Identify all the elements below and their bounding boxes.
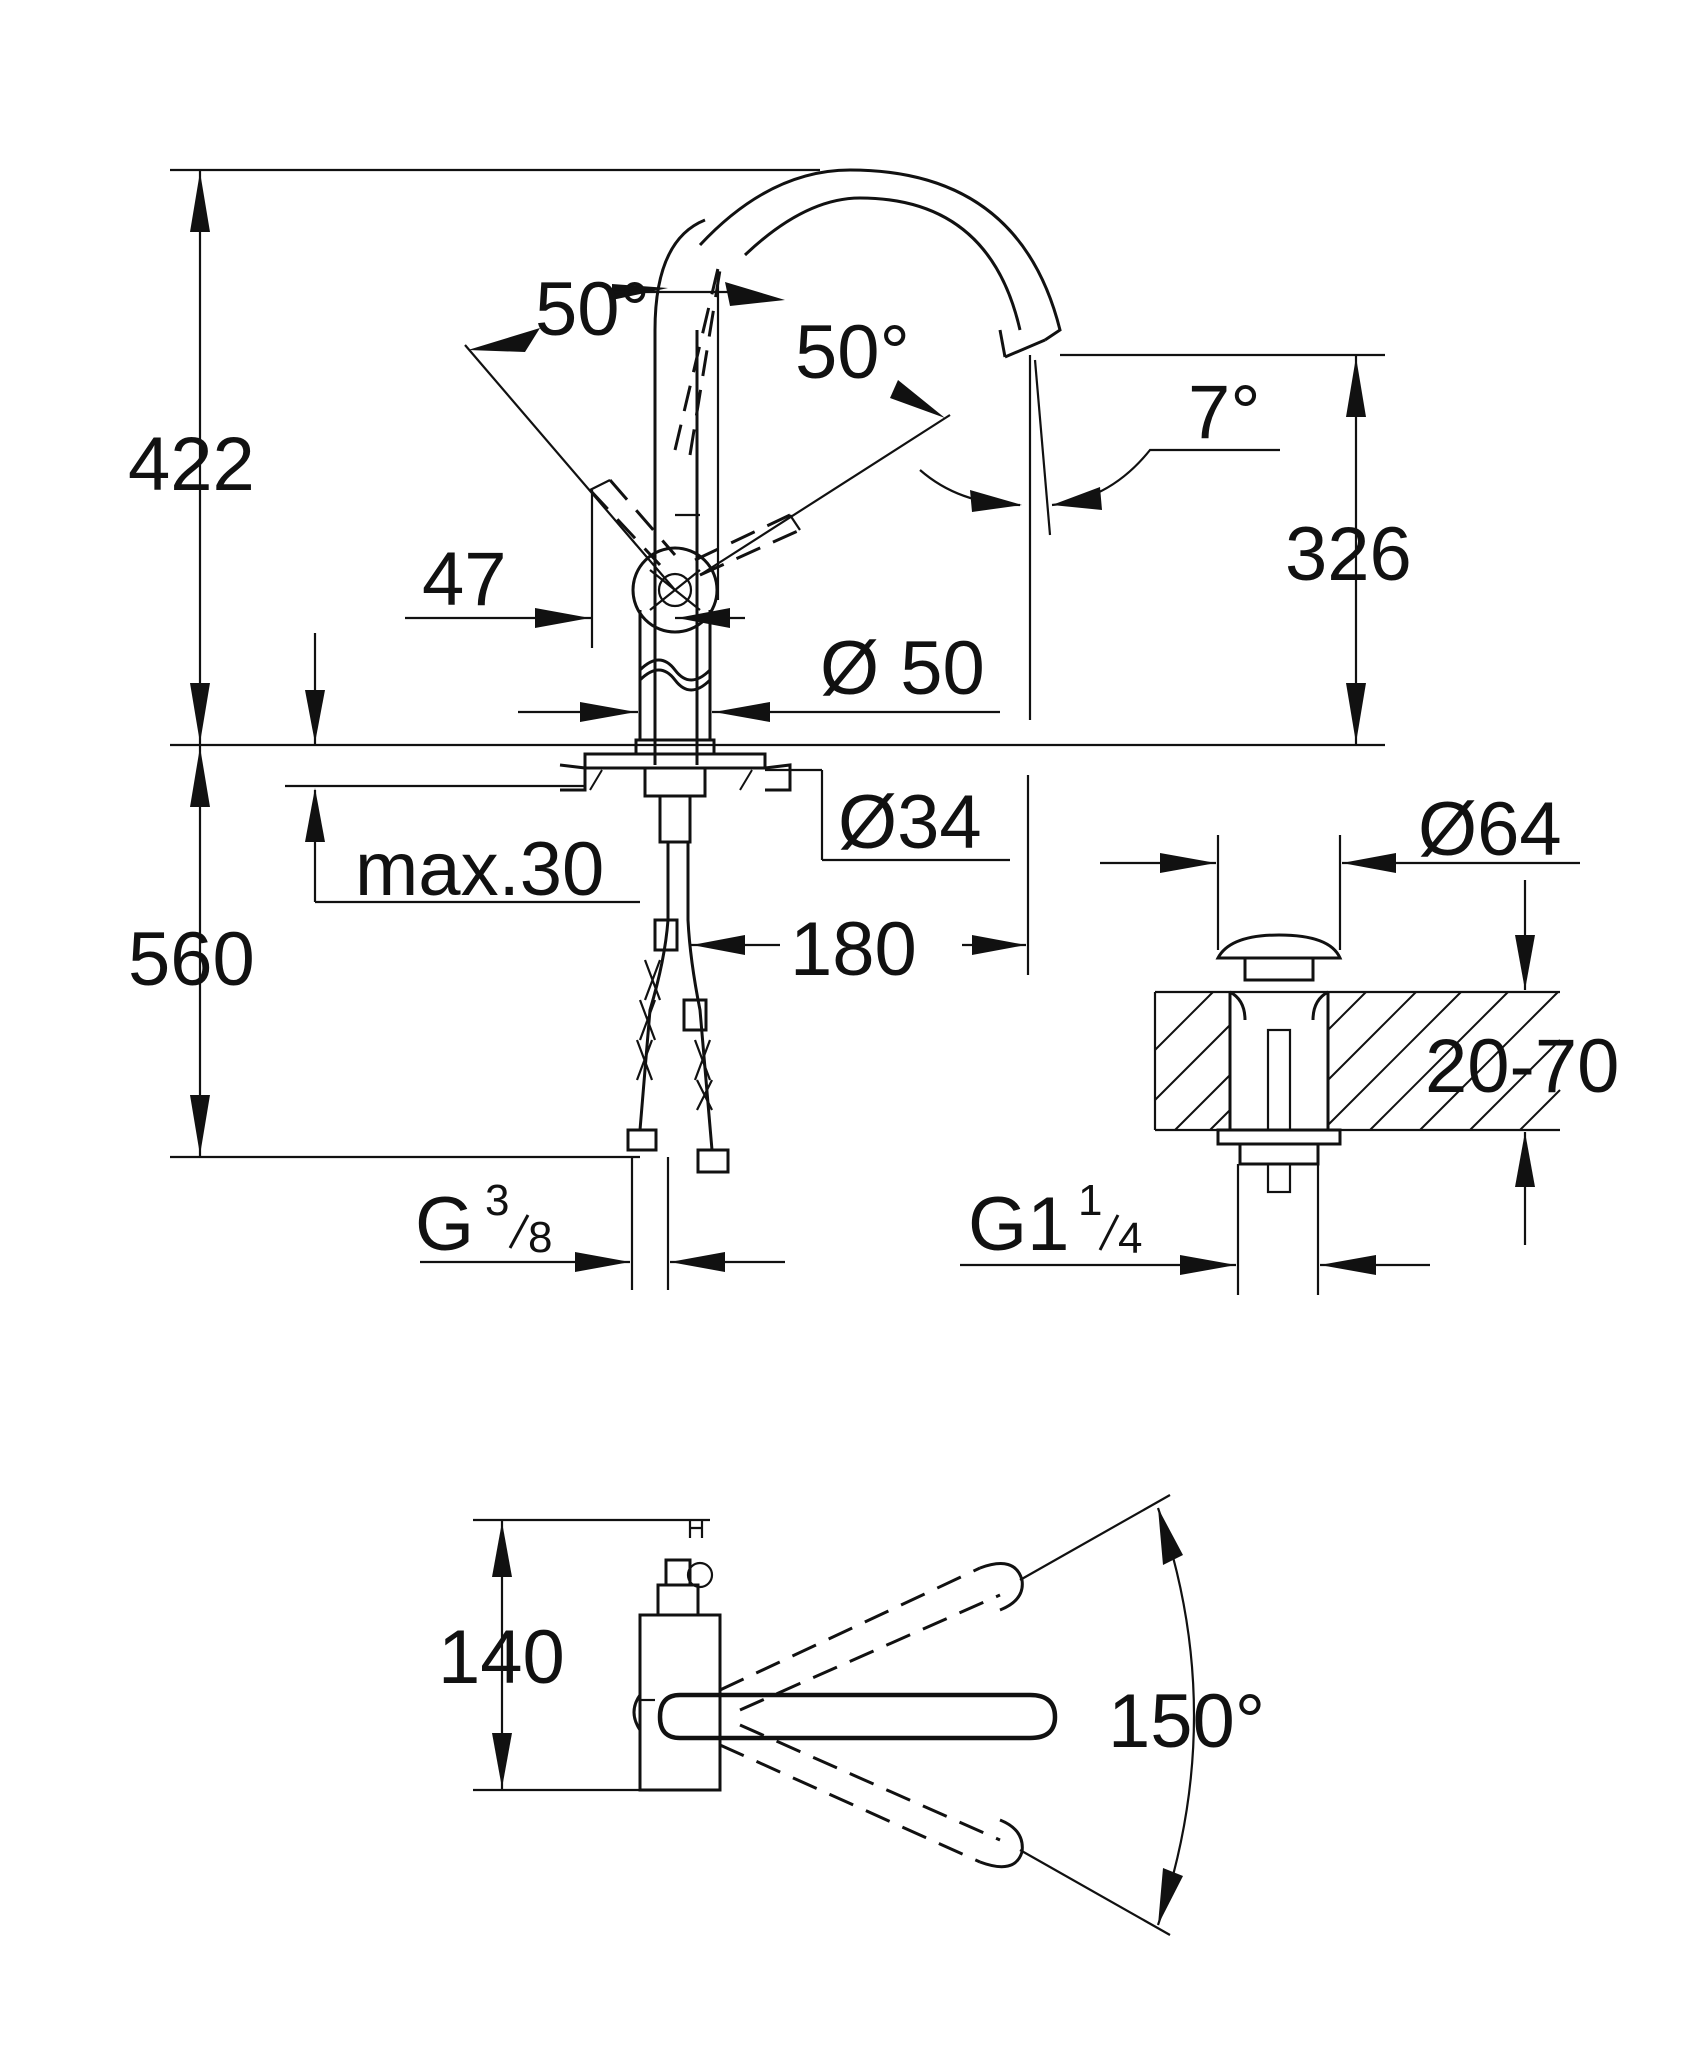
waste-valve-view: Ø64: [960, 787, 1619, 1295]
waste-thread-denominator: 4: [1118, 1214, 1142, 1263]
body-diameter-label: Ø 50: [820, 626, 985, 711]
waste-thread-numerator: 1: [1078, 1176, 1102, 1225]
height-below-deck-label: 560: [128, 917, 255, 1002]
waste-diameter-label: Ø64: [1418, 787, 1562, 872]
hose-offset-label: 180: [790, 907, 917, 992]
height-total-label: 422: [128, 422, 255, 507]
waste-range-label: 20-70: [1425, 1024, 1619, 1109]
swivel-angle-label: 150°: [1108, 1679, 1265, 1764]
deck-thickness-label: max.30: [355, 827, 604, 912]
faucet-side-view: 422 560 326 7° 50° 50° 47: [128, 168, 1412, 1290]
depth-label: 140: [438, 1615, 565, 1700]
lever-offset-label: 47: [422, 537, 507, 622]
height-spout-label: 326: [1285, 512, 1412, 597]
inlet-thread-denominator: 8: [528, 1213, 552, 1262]
inlet-thread-main: G: [415, 1182, 474, 1267]
angle-spout-label: 7°: [1188, 370, 1261, 455]
inlet-thread-numerator: 3: [485, 1176, 509, 1225]
angle-left-label: 50°: [535, 267, 650, 352]
faucet-top-view: 140 150°: [438, 1494, 1265, 1936]
angle-right-label: 50°: [795, 310, 910, 395]
waste-thread-main: G1: [968, 1182, 1069, 1267]
hole-diameter-label: Ø34: [838, 780, 982, 865]
